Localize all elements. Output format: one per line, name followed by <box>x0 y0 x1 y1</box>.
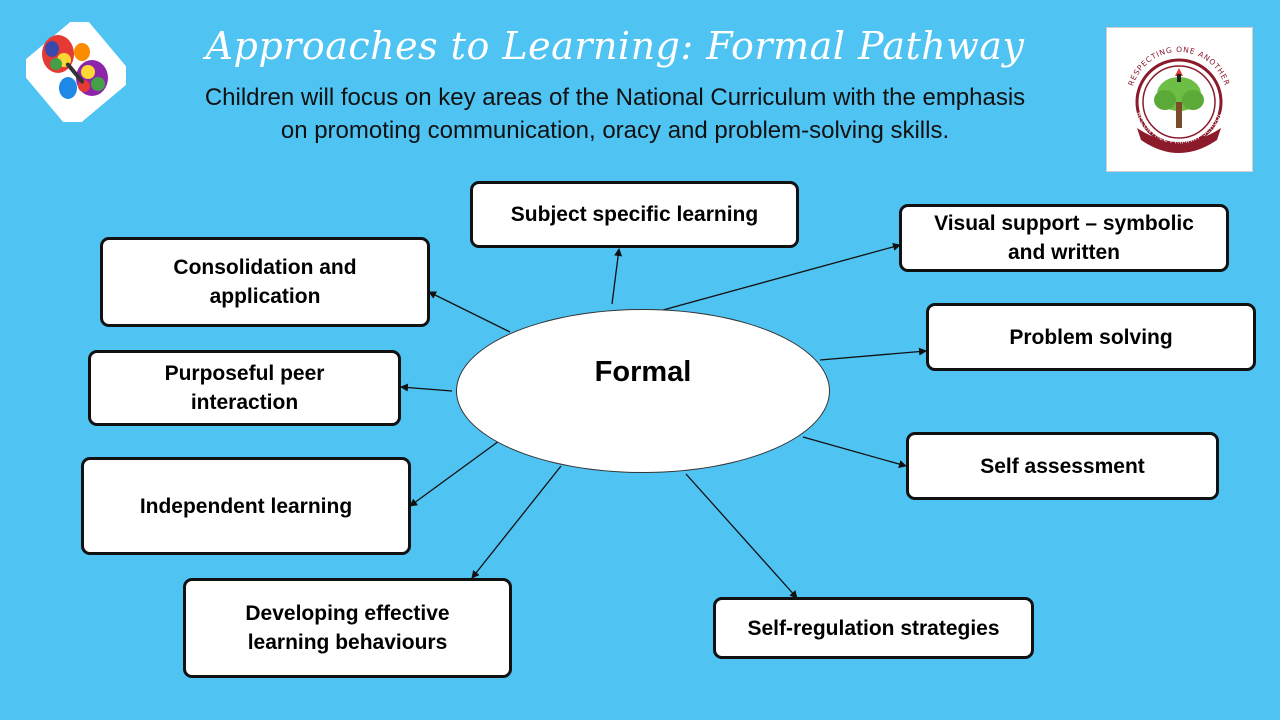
node-label-line: Purposeful peer <box>164 362 325 385</box>
node-label-line: interaction <box>190 391 299 414</box>
node-peer-interaction: Purposeful peer interaction <box>88 350 401 426</box>
node-visual-support: Visual support – symbolic and written <box>899 204 1229 272</box>
node-label: Subject specific learning <box>510 203 759 226</box>
node-label: Problem solving <box>1009 325 1173 349</box>
arrow-peer <box>400 383 453 392</box>
node-label-line: learning behaviours <box>247 631 448 654</box>
butterfly-puzzle-logo <box>26 22 126 122</box>
arrow-visual <box>662 242 901 311</box>
node-subject-specific-learning: Subject specific learning <box>470 181 799 248</box>
node-learning-behaviours: Developing effective learning behaviours <box>183 578 512 678</box>
node-independent-learning: Independent learning <box>81 457 411 555</box>
school-tree-crest-logo: RESPECTING ONE ANOTHER BECONTREE PRIMARY… <box>1106 27 1253 172</box>
subtitle-line: on promoting communication, oracy and pr… <box>280 117 950 144</box>
arrow-self-assessment <box>802 436 907 468</box>
center-ellipse <box>456 309 830 473</box>
subtitle-line: Children will focus on key areas of the … <box>204 84 1026 111</box>
node-self-assessment: Self assessment <box>906 432 1219 500</box>
node-label-line: Developing effective <box>245 602 450 625</box>
node-label-line: and written <box>1007 241 1120 264</box>
arrow-behaviours <box>471 465 562 579</box>
arrow-self-regulation <box>685 473 798 599</box>
node-consolidation: Consolidation and application <box>100 237 430 327</box>
page-title: Approaches to Learning: Formal Pathway <box>205 24 1025 68</box>
node-label-line: application <box>209 285 321 308</box>
node-label: Independent learning <box>139 494 353 518</box>
arrow-independent <box>409 440 500 507</box>
node-label-line: Visual support – symbolic <box>934 212 1194 235</box>
node-label: Self-regulation strategies <box>747 616 1000 640</box>
node-label-line: Consolidation and <box>173 256 357 279</box>
node-self-regulation: Self-regulation strategies <box>713 597 1034 659</box>
center-label: Formal <box>594 356 692 388</box>
arrow-consolidation <box>428 291 511 333</box>
subtitle: Children will focus on key areas of the … <box>150 81 1080 147</box>
arrow-subject <box>611 248 623 305</box>
node-label: Self assessment <box>980 454 1145 478</box>
arrow-problem <box>819 347 927 361</box>
node-problem-solving: Problem solving <box>926 303 1256 371</box>
